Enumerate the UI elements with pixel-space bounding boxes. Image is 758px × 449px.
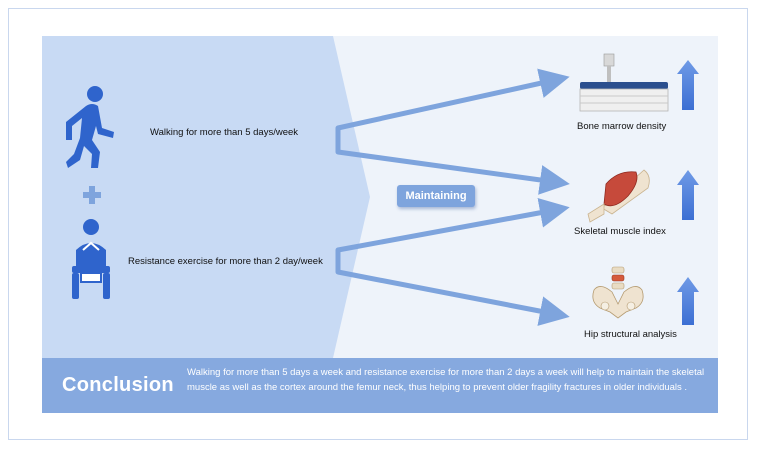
bone-density-scanner-icon [579, 53, 669, 112]
arrow-resistance-to-hip [337, 269, 570, 326]
outcome-skeletal-muscle: Skeletal muscle index [574, 226, 666, 237]
leg-muscle-icon [587, 169, 650, 223]
conclusion-bar [42, 358, 718, 413]
walking-label: Walking for more than 5 days/week [150, 127, 299, 138]
resistance-label: Resistance exercise for more than 2 day/… [128, 256, 323, 267]
maintaining-label: Maintaining [397, 185, 475, 207]
walking-person-icon [66, 86, 114, 168]
hip-analysis-up-arrow-icon [677, 277, 699, 325]
arrow-walking-to-bone [337, 68, 570, 131]
resistance-exercise-person-icon [72, 219, 110, 299]
conclusion-text: Walking for more than 5 days a week and … [187, 367, 705, 393]
outcome-hip-structural: Hip structural analysis [584, 329, 677, 340]
arrow-resistance-to-muscle [337, 197, 570, 253]
conclusion-title: Conclusion [62, 374, 174, 396]
arrow-walking-to-muscle [337, 149, 570, 195]
bone-density-up-arrow-icon [677, 60, 699, 110]
plus-icon [83, 186, 101, 204]
left-panel-chevron [42, 36, 370, 358]
pelvis-icon [592, 266, 644, 319]
muscle-index-up-arrow-icon [677, 170, 699, 220]
outcome-bone-density: Bone marrow density [577, 121, 667, 132]
